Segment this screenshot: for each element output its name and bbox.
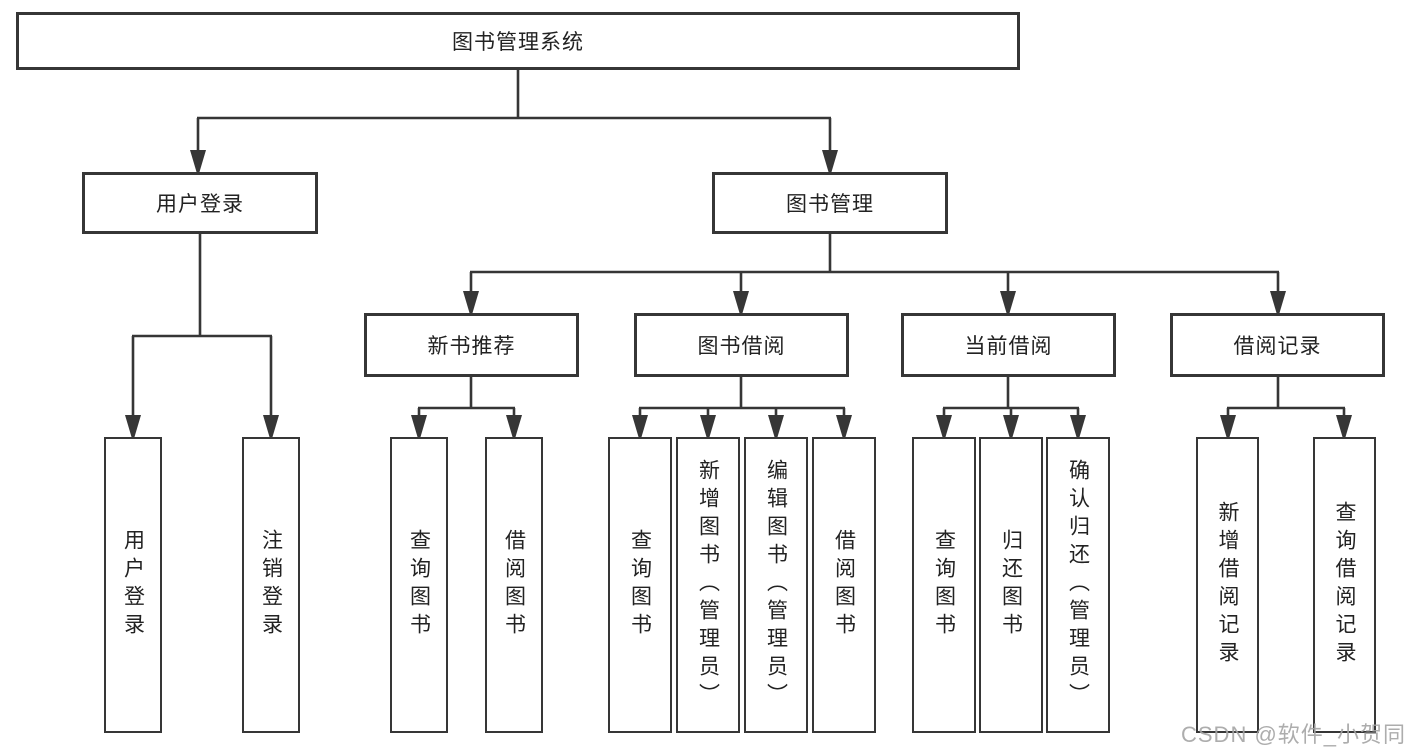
connector-borrowrecords-to-leaves [1220,377,1352,442]
node-new-book-recommend: 新书推荐 [364,313,579,377]
leaf-add-borrow-record: 新增借阅记录 [1196,437,1259,733]
connector-root-to-level2 [190,70,838,177]
connector-currentborrow-to-leaves [936,377,1086,442]
node-book-management: 图书管理 [712,172,948,234]
node-user-login: 用户登录 [82,172,318,234]
leaf-edit-books-admin: 编辑图书（管理员） [744,437,808,733]
csdn-watermark: CSDN @软件_小贺同学 [1181,722,1405,747]
node-current-borrow: 当前借阅 [901,313,1116,377]
leaf-borrow-books-newbook: 借阅图书 [485,437,543,733]
leaf-query-books-newbook: 查询图书 [390,437,448,733]
node-borrow-records: 借阅记录 [1170,313,1385,377]
leaf-query-borrow-record: 查询借阅记录 [1313,437,1376,733]
leaf-query-books-borrow: 查询图书 [608,437,672,733]
leaf-borrow-books-borrow: 借阅图书 [812,437,876,733]
leaf-user-login: 用户登录 [104,437,162,733]
leaf-query-books-current: 查询图书 [912,437,976,733]
node-book-borrow: 图书借阅 [634,313,849,377]
node-root-system: 图书管理系统 [16,12,1020,70]
leaf-return-books: 归还图书 [979,437,1043,733]
connector-bookmgmt-to-level3 [463,234,1286,318]
connector-bookborrow-to-leaves [632,377,852,442]
leaf-logout: 注销登录 [242,437,300,733]
connector-userlogin-to-leaves [125,234,279,442]
leaf-confirm-return-admin: 确认归还（管理员） [1046,437,1110,733]
leaf-add-books-admin: 新增图书（管理员） [676,437,740,733]
connector-newbook-to-leaves [411,377,522,442]
